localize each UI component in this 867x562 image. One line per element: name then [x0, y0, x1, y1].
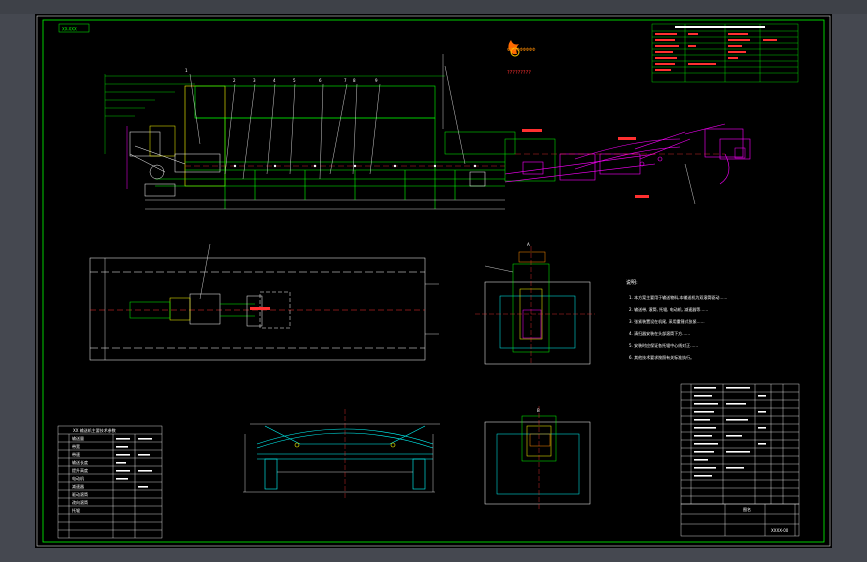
spec-row-label: 带速	[72, 451, 80, 457]
title-block	[680, 503, 800, 537]
note-6: 6. 其他技术要求按照有关标准执行。	[629, 354, 694, 360]
note-5: 5. 安装时应保证各托辊中心线对正……	[629, 342, 698, 348]
drawing-border	[42, 19, 825, 543]
spec-table	[57, 425, 163, 539]
corner-label: XX-XXX	[62, 27, 77, 32]
spec-row-label: 驱动滚筒	[72, 491, 88, 497]
spec-row-label: 电动机	[72, 475, 84, 481]
note-4: 4. 清扫器安装在头部滚筒下方……	[629, 330, 690, 336]
notes-heading: 说明:	[626, 279, 638, 286]
svg-text:8: 8	[353, 78, 356, 83]
svg-text:3: 3	[253, 78, 256, 83]
sheet-border	[36, 15, 831, 547]
cad-drawing-canvas[interactable]: XX-XXX ΦΦΦΦΦΦΦΦΦ ?????????	[35, 14, 832, 548]
svg-text:1: 1	[185, 68, 188, 73]
spec-table-title: XX 输送机主要技术参数	[73, 427, 116, 433]
balloon-leaders	[189, 65, 466, 180]
svg-text:7: 7	[344, 78, 347, 83]
note-1: 1. 本方案主要用于输送物料,本输送机为双滚筒驱动……	[629, 294, 727, 300]
svg-text:6: 6	[319, 78, 322, 83]
section-view-upper	[475, 246, 595, 365]
drawing-svg: XX-XXX ΦΦΦΦΦΦΦΦΦ ?????????	[36, 15, 831, 547]
notes-block: 说明: 1. 本方案主要用于输送物料,本输送机为双滚筒驱动…… 2. 输送带, …	[626, 279, 727, 360]
spec-row-label: 输送长度	[72, 459, 88, 465]
top-right-table	[651, 23, 799, 83]
corner-label-box	[58, 23, 90, 33]
main-elevation-view	[104, 54, 556, 210]
spec-row-label: 托辊	[72, 507, 80, 513]
spec-row-label: 减速器	[72, 483, 84, 489]
plan-dimension-label	[250, 307, 270, 310]
spec-table-rows: 输送量 带宽 带速 输送长度 提升高度 电动机 减速器 驱动滚筒 改向滚筒 托辊	[72, 435, 152, 513]
view-label-a: A	[527, 242, 530, 247]
title-block-code: XXXX-00	[771, 528, 789, 533]
idler-cross-section	[243, 409, 440, 499]
svg-text:4: 4	[273, 78, 276, 83]
inclined-section	[504, 123, 751, 205]
parts-list	[680, 383, 800, 505]
logo: ΦΦΦΦΦΦΦΦΦ ?????????	[507, 40, 535, 76]
logo-text: ΦΦΦΦΦΦΦΦΦ	[507, 47, 535, 52]
title-block-text: 图名	[743, 506, 751, 512]
top-right-table-text	[655, 26, 777, 71]
plan-view	[89, 243, 439, 361]
svg-text:2: 2	[233, 78, 236, 83]
view-label-b: B	[537, 408, 540, 413]
svg-text:5: 5	[293, 78, 296, 83]
section-view-lower	[484, 406, 591, 509]
svg-text:9: 9	[375, 78, 378, 83]
spec-row-label: 输送量	[72, 435, 84, 441]
spec-row-label: 提升高度	[72, 467, 88, 473]
window-top-bar	[0, 0, 867, 14]
elevation-labels	[522, 129, 746, 198]
note-3: 3. 张紧装置设在机尾, 采用重锤式张紧……	[629, 318, 705, 324]
spec-row-label: 带宽	[72, 443, 80, 449]
parts-list-text	[694, 387, 766, 477]
spec-row-label: 改向滚筒	[72, 499, 88, 505]
balloon-numbers: 1 2 3 4 5 6 7 8 9	[185, 68, 378, 83]
logo-subtext: ?????????	[507, 70, 531, 76]
note-2: 2. 输送带, 滚筒, 托辊, 电动机, 减速器等……	[629, 306, 708, 312]
